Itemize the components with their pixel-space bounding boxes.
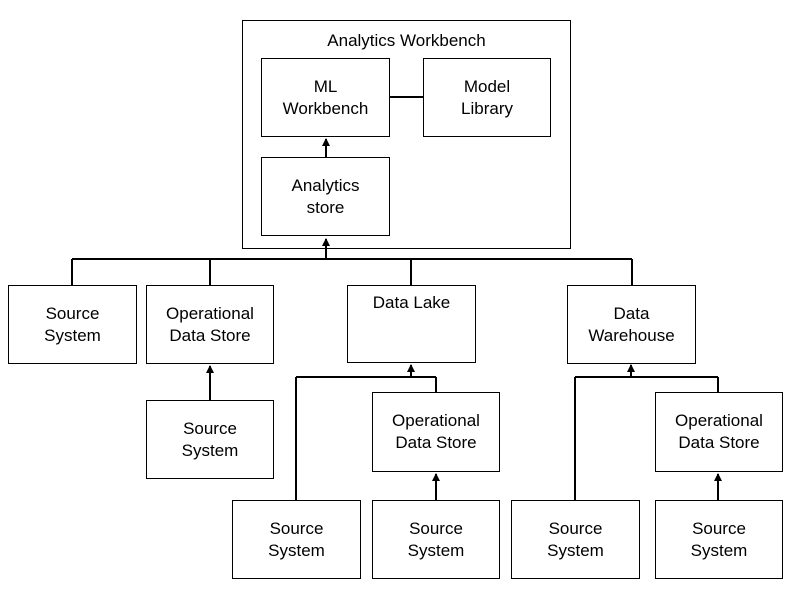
lake-source-system-node: Source System bbox=[232, 500, 361, 579]
analytics-workbench-title: Analytics Workbench bbox=[327, 31, 486, 50]
data-warehouse-node: Data Warehouse bbox=[567, 285, 696, 364]
source-system-node: Source System bbox=[8, 285, 137, 364]
lake-ods-source-system-node: Source System bbox=[372, 500, 500, 579]
lake-operational-data-store-node: Operational Data Store bbox=[372, 392, 500, 472]
operational-data-store-node: Operational Data Store bbox=[146, 285, 274, 364]
model-library-node: Model Library bbox=[423, 58, 551, 137]
warehouse-operational-data-store-node: Operational Data Store bbox=[655, 392, 783, 472]
warehouse-ods-source-system-node: Source System bbox=[655, 500, 783, 579]
data-lake-node: Data Lake bbox=[347, 285, 476, 363]
analytics-store-node: Analytics store bbox=[261, 157, 390, 236]
warehouse-source-system-node: Source System bbox=[511, 500, 640, 579]
ods-source-system-node: Source System bbox=[146, 400, 274, 479]
ml-workbench-node: ML Workbench bbox=[261, 58, 390, 137]
